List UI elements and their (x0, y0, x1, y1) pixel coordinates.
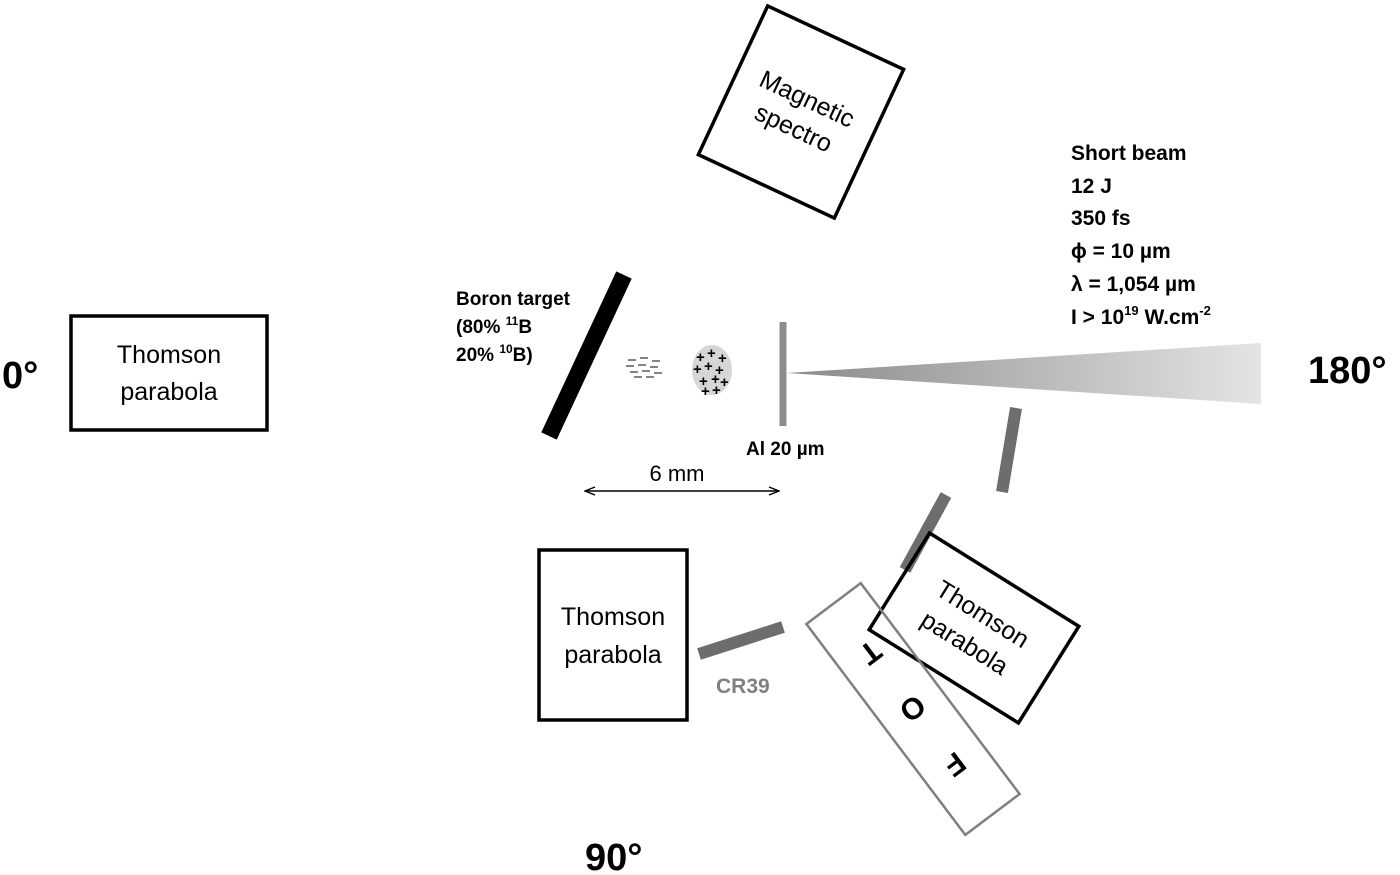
angle-180-label: 180° (1308, 350, 1387, 392)
beam-energy: 12 J (1071, 175, 1112, 198)
svg-text:+: + (712, 382, 721, 399)
svg-text:+: + (718, 350, 727, 367)
magnetic-spectrometer: Magnetic spectro (696, 3, 906, 221)
boron-label-line2: (80% 11B (456, 314, 532, 338)
svg-text:+: + (693, 361, 702, 378)
boron-target (541, 271, 632, 440)
distance-label: 6 mm (650, 461, 705, 486)
svg-text:+: + (707, 345, 716, 362)
tof-letter-f: F (937, 745, 971, 782)
thomson-parabola-0deg: Thomson parabola (69, 314, 269, 432)
laser-beam (787, 343, 1261, 404)
angle-0-label: 0° (2, 355, 38, 397)
svg-text:+: + (701, 383, 710, 400)
svg-text:+: + (715, 362, 724, 379)
cr39-detector-bottom (697, 621, 785, 660)
beam-label-line1: Short beam (1071, 142, 1187, 165)
beam-diameter: ϕ = 10 µm (1071, 240, 1171, 263)
thomson-0deg-label-line2: parabola (120, 378, 217, 406)
al-foil-label: Al 20 µm (746, 439, 825, 460)
beam-intensity: I > 1019 W.cm-2 (1071, 303, 1211, 329)
svg-text:+: + (720, 374, 729, 391)
beam-parameters: Short beam 12 J 350 fs ϕ = 10 µm λ = 1,0… (1071, 142, 1211, 329)
svg-text:+: + (704, 358, 713, 375)
boron-label-line3: 20% 10B) (456, 342, 533, 366)
boron-label-line1: Boron target (456, 289, 571, 310)
svg-text:+: + (699, 373, 708, 390)
boron-target-label: Boron target (80% 11B 20% 10B) (456, 289, 571, 366)
tof-letter-o: O (893, 688, 932, 728)
cr39-detector-right (996, 407, 1022, 493)
cr39-label: CR39 (716, 675, 770, 698)
beam-duration: 350 fs (1071, 207, 1131, 230)
electron-cloud (626, 357, 662, 378)
ion-cloud: +++ +++ +++ ++ (692, 345, 732, 400)
cr39-detector-middle (899, 492, 952, 573)
angle-90-label: 90° (585, 837, 642, 875)
thomson-parabola-rotated: Thomson parabola (866, 530, 1082, 726)
svg-text:+: + (696, 349, 705, 366)
thomson-90deg-label-line1: Thomson (561, 603, 665, 631)
thomson-0deg-label-line1: Thomson (117, 341, 221, 369)
beam-wavelength: λ = 1,054 µm (1071, 273, 1196, 296)
thomson-parabola-90deg: Thomson parabola (537, 548, 689, 722)
thomson-90deg-label-line2: parabola (564, 641, 661, 669)
svg-text:+: + (711, 371, 720, 388)
